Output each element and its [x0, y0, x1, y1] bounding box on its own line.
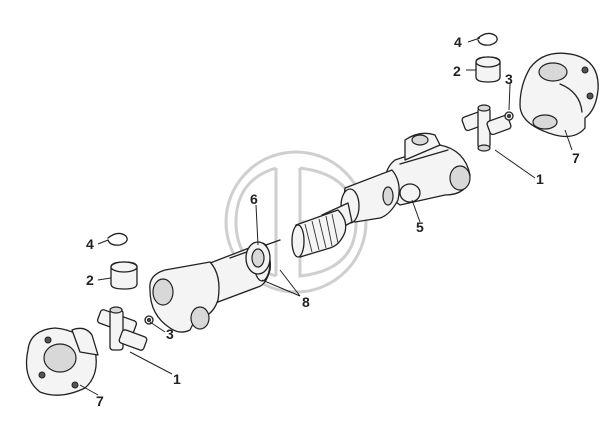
- cross-spider-bottom: [96, 306, 148, 351]
- flange-yoke-bottom-left: [25, 327, 99, 396]
- callout-5: 5: [416, 219, 424, 235]
- callout-8: 8: [302, 294, 310, 310]
- bearing-cup-top: [475, 56, 501, 83]
- cross-spider-top: [461, 104, 512, 152]
- grease-nipple-top: [504, 111, 514, 121]
- leader-lines: [79, 37, 573, 396]
- callout-3-top: 3: [505, 71, 513, 87]
- callout-4-top: 4: [454, 34, 462, 50]
- callout-1-bottom: 1: [173, 371, 181, 387]
- dust-cap: [245, 241, 271, 275]
- snap-ring-left: [107, 232, 128, 246]
- callout-6: 6: [250, 191, 258, 207]
- callout-2-top: 2: [453, 63, 461, 79]
- flange-yoke-top-right: [519, 52, 599, 138]
- splined-shaft: [291, 209, 347, 258]
- callout-3-left: 3: [166, 326, 174, 342]
- grease-nipple-bottom: [144, 315, 154, 325]
- tube-yoke-left: [149, 261, 220, 333]
- callout-labels: 4 2 3 7 1 6 5 4 2 8 3 1 7: [86, 34, 580, 409]
- callout-7-top: 7: [572, 150, 580, 166]
- slip-yoke-right: [384, 132, 471, 206]
- callout-4-left: 4: [86, 236, 94, 252]
- callout-2-left: 2: [86, 272, 94, 288]
- snap-ring-top: [477, 32, 498, 46]
- callout-1-top: 1: [536, 171, 544, 187]
- bearing-cup-left: [110, 261, 138, 290]
- callout-7-bottom: 7: [96, 393, 104, 409]
